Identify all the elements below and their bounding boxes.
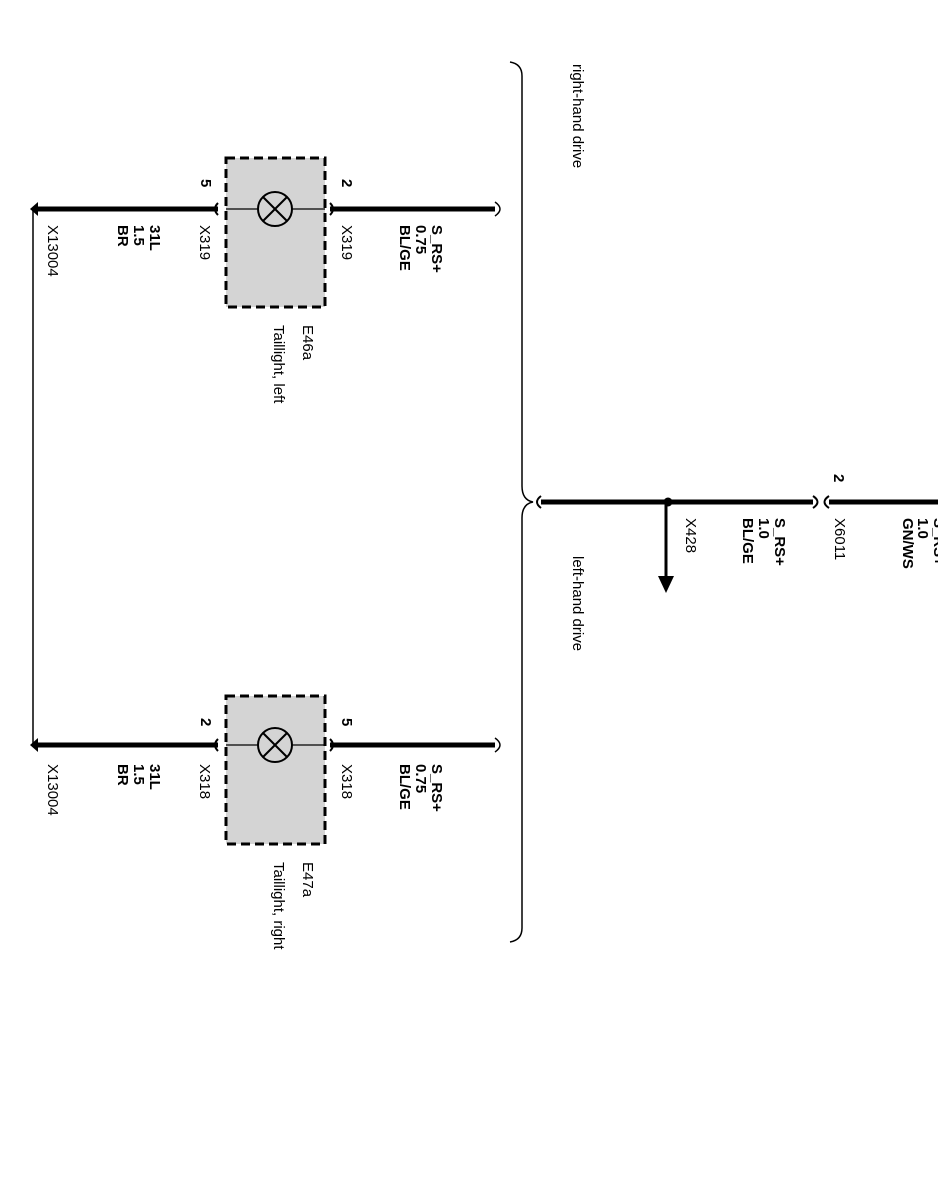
ground-terminal-icon <box>30 738 38 752</box>
arrow-down-icon <box>658 502 674 593</box>
lamp-right-component <box>224 694 327 846</box>
lamp-left-out-pin: 5 <box>197 179 214 187</box>
main-feed-wire <box>536 495 938 509</box>
lamp-right-in-connector: X318 <box>338 764 355 799</box>
splice-cross-section: 1.0 <box>755 518 772 539</box>
variant-rhd-label: right-hand drive <box>569 64 586 168</box>
lamp-right-gnd-connector: X13004 <box>44 764 61 816</box>
lamp-left-gnd-connector: X13004 <box>44 225 61 277</box>
lamp-right-gnd-cross-section: 1.5 <box>130 764 147 785</box>
splice-signal: S_RS+ <box>771 518 788 566</box>
lamp-left-name: Taillight, left <box>270 325 287 404</box>
lamp-right-out-connector: X318 <box>196 764 213 799</box>
lamp-right-in-pin: 5 <box>338 718 355 726</box>
lamp-right-out-pin: 2 <box>197 718 214 726</box>
splice-connector: X428 <box>682 518 699 553</box>
lamp-left-gnd-signal: 31L <box>146 225 163 251</box>
variant-lhd-label: left-hand drive <box>569 556 586 651</box>
main-feed-pin: 2 <box>830 474 847 482</box>
lamp-left-component <box>224 156 327 309</box>
lamp-cross-icon <box>257 727 293 763</box>
main-feed-cross-section: 1.0 <box>914 518 931 539</box>
lamp-left-in-cross-section: 0.75 <box>412 225 429 254</box>
lamp-left-in-signal: S_RS+ <box>428 225 445 273</box>
lamp-right-in-signal: S_RS+ <box>428 764 445 812</box>
lamp-right-id: E47a <box>299 862 316 898</box>
lamp-left-circuit <box>30 156 501 309</box>
lamp-left-out-connector: X319 <box>196 225 213 260</box>
lamp-cross-icon <box>257 191 293 227</box>
lamp-left-in-connector: X319 <box>338 225 355 260</box>
lamp-left-in-color: BL/GE <box>396 225 413 271</box>
main-feed-connector: X6011 <box>831 518 848 560</box>
lamp-right-gnd-color: BR <box>114 764 131 786</box>
lamp-right-circuit <box>30 694 501 846</box>
variant-brace <box>509 61 534 943</box>
main-feed-color: GN/WS <box>899 518 916 569</box>
lamp-right-gnd-signal: 31L <box>146 764 163 790</box>
lamp-right-in-color: BL/GE <box>396 764 413 810</box>
splice-color: BL/GE <box>739 518 756 564</box>
main-feed-signal: S_RS+ <box>930 518 938 566</box>
ground-terminal-icon <box>30 202 38 216</box>
lamp-right-in-cross-section: 0.75 <box>412 764 429 793</box>
lamp-right-name: Taillight, right <box>270 862 287 950</box>
connector-x6011-socket <box>812 495 819 509</box>
lamp-left-id: E46a <box>299 325 316 361</box>
lamp-left-gnd-color: BR <box>114 225 131 247</box>
lamp-left-gnd-cross-section: 1.5 <box>130 225 147 246</box>
lamp-left-in-pin: 2 <box>338 179 355 187</box>
